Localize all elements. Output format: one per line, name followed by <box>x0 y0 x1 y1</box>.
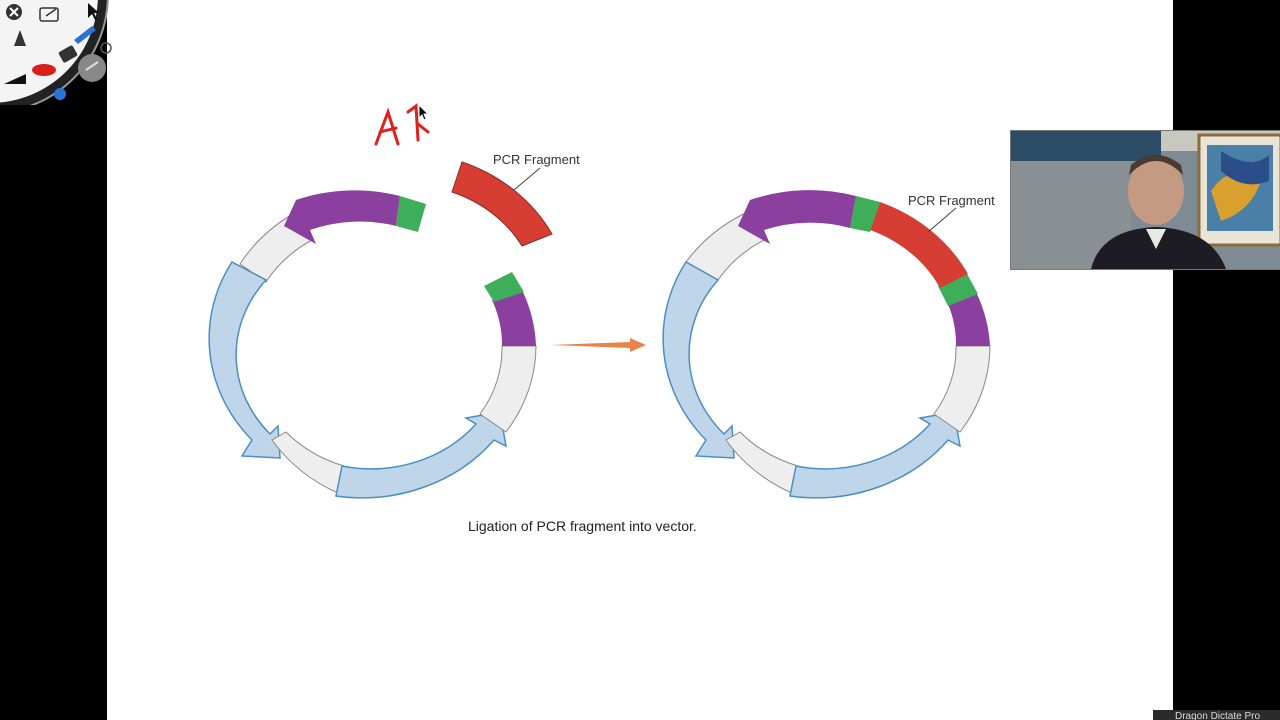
diagram-caption: Ligation of PCR fragment into vector. <box>468 518 697 534</box>
right-purple-right <box>948 292 990 346</box>
slide-canvas <box>107 0 1173 720</box>
eraser-icon[interactable] <box>58 45 78 63</box>
undo-icon[interactable] <box>78 54 106 82</box>
left-gray-right <box>479 345 537 433</box>
right-purple-top <box>738 190 856 244</box>
mouse-cursor-icon <box>418 104 430 121</box>
width-slider-icon[interactable] <box>4 74 26 84</box>
fragment-leader-left <box>513 167 541 191</box>
highlighter-icon[interactable] <box>14 30 26 46</box>
share-icon[interactable] <box>39 7 59 22</box>
fragment-leader-right <box>927 207 957 233</box>
annotation-toolbar[interactable] <box>0 0 120 105</box>
left-plasmid <box>208 190 537 499</box>
fragment-label-left: PCR Fragment <box>493 152 580 167</box>
ligation-arrow <box>550 338 646 352</box>
webcam-frame <box>1011 131 1280 269</box>
close-icon[interactable] <box>6 4 22 20</box>
handwritten-annotation <box>374 103 430 146</box>
webcam-video[interactable] <box>1010 130 1280 270</box>
right-blue-arc-bottom <box>789 411 961 499</box>
pen-icon[interactable] <box>74 26 96 44</box>
camera-icon[interactable] <box>54 88 66 100</box>
left-purple-right-block <box>492 290 536 346</box>
right-red-fragment <box>870 202 968 288</box>
left-green-top <box>396 196 426 232</box>
marker-red-icon[interactable] <box>32 64 56 76</box>
right-gray-right <box>933 345 991 433</box>
left-blue-arc-left <box>208 261 281 459</box>
left-green-right <box>484 272 524 302</box>
left-purple-top <box>284 190 400 244</box>
right-blue-arc-left <box>662 260 735 459</box>
pcr-fragment <box>451 161 553 247</box>
right-green-top <box>850 196 880 232</box>
right-green-right <box>938 272 978 306</box>
fragment-label-right: PCR Fragment <box>908 193 995 208</box>
right-plasmid <box>662 190 991 499</box>
dragon-dictate-status[interactable]: Dragon Dictate Pro <box>1153 710 1280 720</box>
right-gray-bottom <box>725 431 799 495</box>
pointer-icon[interactable] <box>88 3 99 20</box>
left-gray-bottom <box>271 431 345 495</box>
settings-icon[interactable] <box>100 42 112 54</box>
left-blue-arc-bottom <box>335 411 507 499</box>
